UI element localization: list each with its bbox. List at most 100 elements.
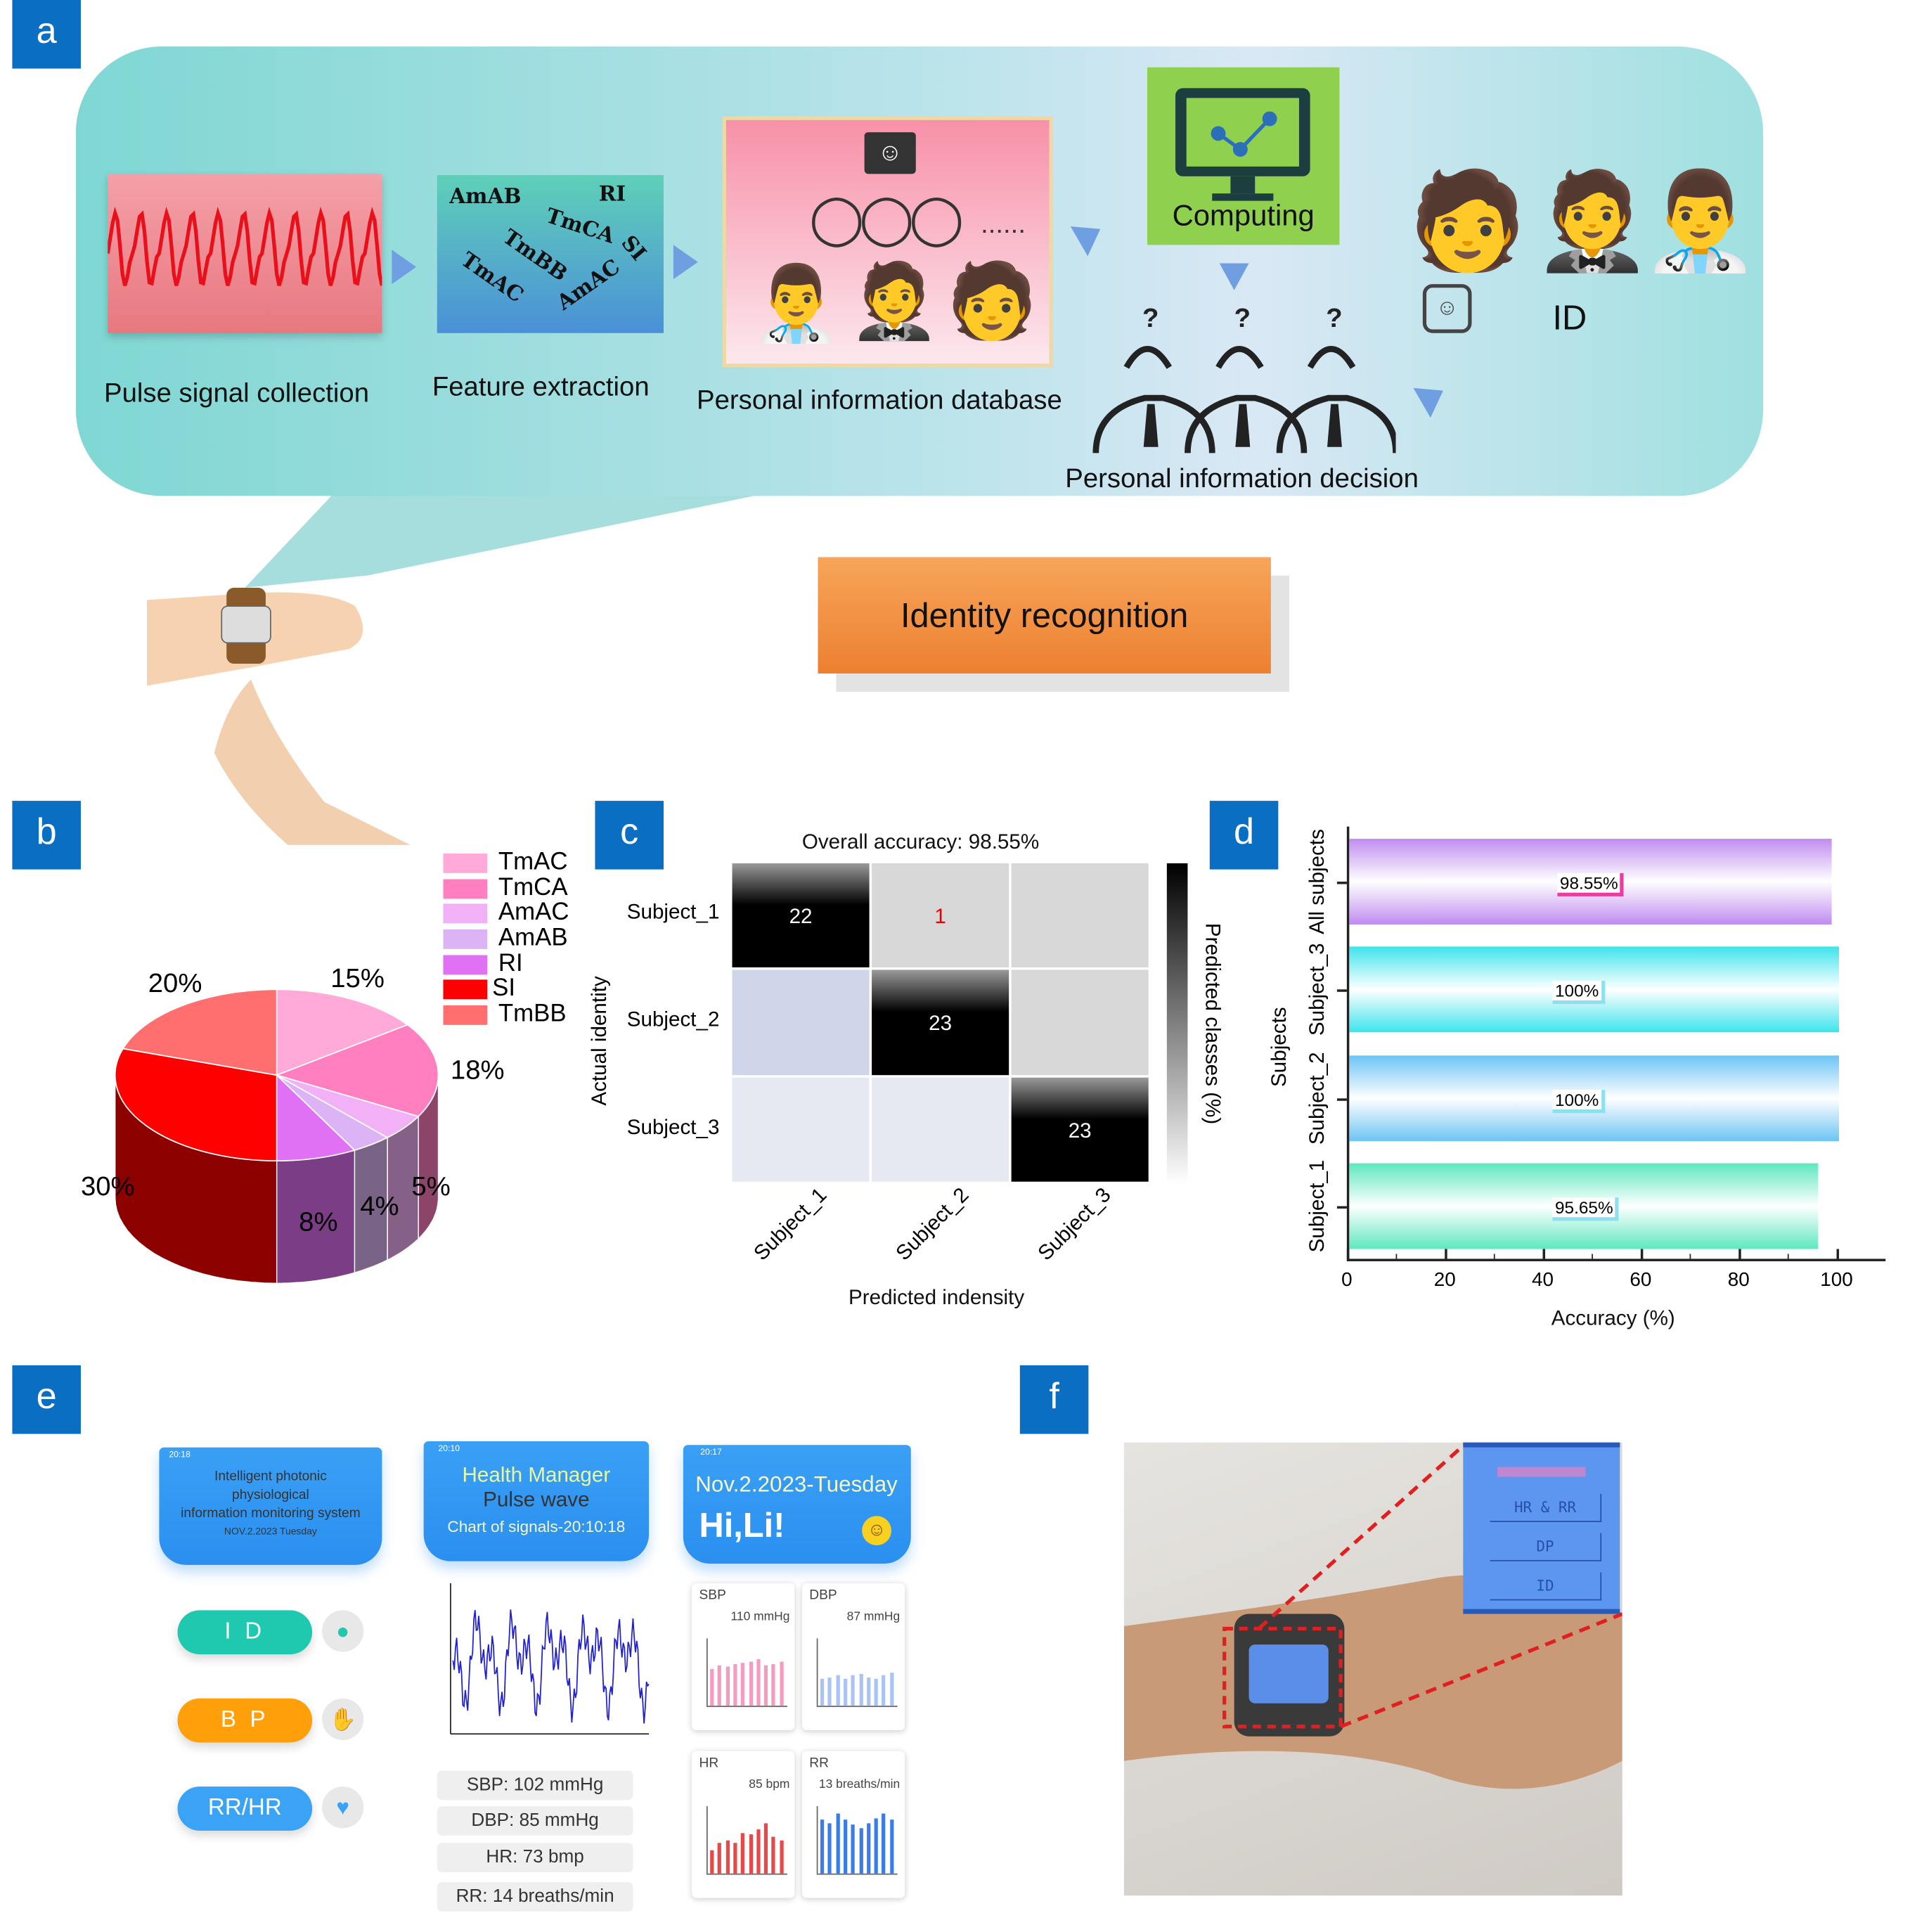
legend-swatch	[443, 904, 488, 924]
metric-value: 85 bpm	[749, 1777, 790, 1792]
x-tick	[1346, 1249, 1350, 1259]
greeting-text: Hi,Li!	[699, 1506, 785, 1545]
x-tick-label: 60	[1630, 1270, 1652, 1291]
legend-label: TmBB	[498, 1000, 567, 1028]
legend-label: AmAC	[498, 899, 569, 927]
x-axis-label: Accuracy (%)	[1551, 1306, 1675, 1330]
screen-id-item[interactable]: ID	[1490, 1572, 1602, 1601]
pie-slice-RI	[276, 1074, 356, 1162]
x-tick-label: 40	[1532, 1270, 1554, 1291]
app-date: NOV.2.2023 Tuesday	[224, 1526, 317, 1537]
user-shield-icon: ☺	[1422, 284, 1472, 333]
mini-bar	[756, 1659, 761, 1706]
pie-data-label: 20%	[148, 968, 202, 998]
mini-bar	[741, 1833, 745, 1874]
id-button[interactable]: I D	[177, 1610, 313, 1655]
x-minor-tick	[1689, 1254, 1691, 1259]
pie-slice-TmCA	[274, 1024, 439, 1117]
bp-button[interactable]: B P	[177, 1698, 313, 1743]
bar-data-label: 95.65%	[1552, 1197, 1620, 1221]
panel-label-b: b	[12, 801, 81, 870]
watch-screen-zoom: HR & RR DP ID	[1463, 1442, 1620, 1614]
doctor-avatar-icon: 👨‍⚕️	[750, 262, 842, 344]
pulse-wave-title: Pulse wave	[483, 1488, 590, 1512]
step-label-decision: Personal information decision	[1065, 463, 1419, 494]
legend-label: RI	[498, 950, 523, 977]
screen-hr-rr-item[interactable]: HR & RR	[1490, 1493, 1602, 1522]
matrix-cell	[1011, 863, 1149, 968]
mini-bar	[733, 1663, 737, 1706]
metric-value: 13 breaths/min	[818, 1777, 901, 1792]
mini-bar	[710, 1850, 714, 1874]
legend-swatch	[443, 853, 488, 873]
screen-title	[1497, 1467, 1586, 1477]
metric-title: SBP	[699, 1588, 726, 1603]
mini-bar	[779, 1839, 784, 1874]
app-title-line: information monitoring system	[181, 1506, 361, 1521]
user-group-icon: ◯◯◯	[809, 192, 964, 247]
chart-signals-time: Chart of signals-20:10:18	[447, 1516, 626, 1536]
colorbar	[1166, 863, 1188, 1185]
greeting-date: Nov.2.2023-Tuesday	[695, 1471, 898, 1497]
app-title-line: Intelligent photonic	[214, 1469, 327, 1484]
mini-bar	[843, 1678, 848, 1706]
x-minor-tick	[1592, 1254, 1593, 1259]
heart-pulse-icon[interactable]: ♥	[322, 1786, 364, 1829]
legend-swatch	[443, 929, 488, 949]
screen-bp-item[interactable]: DP	[1490, 1533, 1602, 1561]
metric-title: RR	[809, 1756, 829, 1771]
status-time: 20:10	[438, 1445, 460, 1454]
mini-y-axis	[816, 1806, 818, 1874]
mini-bar	[874, 1678, 878, 1706]
matrix-cell: 23	[872, 970, 1009, 1075]
y-axis-label: Subjects	[1267, 1007, 1291, 1087]
identity-recognition-banner: Identity recognition	[818, 557, 1271, 674]
column-label: Subject_2	[891, 1183, 974, 1266]
rr-hr-button[interactable]: RR/HR	[177, 1786, 313, 1831]
id-card-icon: ☺	[864, 132, 916, 174]
panel-label-a: a	[12, 0, 81, 69]
matrix-cell: 1	[872, 863, 1009, 968]
x-minor-tick	[1395, 1254, 1398, 1259]
metric-card-RR[interactable]: RR 13 breaths/min	[801, 1751, 905, 1898]
mini-bar	[827, 1677, 832, 1706]
legend-swatch	[443, 955, 488, 974]
mini-bar	[835, 1812, 840, 1874]
mini-bar	[827, 1822, 832, 1874]
mini-x-axis	[816, 1873, 898, 1875]
pie-slice-SI	[114, 1048, 278, 1162]
matrix-cell: 23	[1011, 1076, 1149, 1182]
mini-bar	[725, 1666, 730, 1706]
panel-label-d: d	[1209, 801, 1279, 870]
pulse-signal-image	[105, 174, 384, 333]
x-minor-tick	[1493, 1254, 1495, 1259]
x-tick	[1542, 1249, 1546, 1259]
pie-slice-TmBB	[122, 988, 278, 1076]
mini-bar	[749, 1661, 753, 1706]
y-axis	[1346, 826, 1350, 1261]
question-mark: ?	[1142, 303, 1159, 333]
step-label-pulse: Pulse signal collection	[104, 377, 370, 408]
row-label: Subject_1	[626, 900, 720, 924]
mini-bar	[889, 1820, 893, 1874]
status-time: 20:18	[169, 1450, 191, 1460]
y-tick	[1336, 1098, 1347, 1101]
feature-si: SI	[615, 231, 651, 266]
mini-bar	[874, 1818, 878, 1874]
person-icon[interactable]: ●	[322, 1610, 364, 1652]
arm-with-watch	[1123, 1442, 1622, 1789]
businessman-avatar-icon: 🤵	[848, 259, 941, 342]
wrist-watch-illustration	[147, 588, 411, 845]
id-label: ID	[1552, 298, 1587, 337]
bar-data-label: 100%	[1552, 981, 1606, 1005]
y-tick	[1336, 882, 1347, 884]
question-mark: ?	[1326, 303, 1342, 333]
mini-bar	[756, 1829, 761, 1874]
mini-bar	[820, 1820, 825, 1874]
blood-pressure-icon[interactable]: ✋	[322, 1698, 364, 1740]
